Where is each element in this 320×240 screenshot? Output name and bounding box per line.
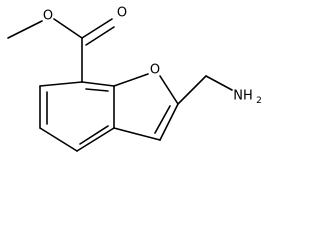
bond-c4-c3a bbox=[76, 127, 115, 152]
double-bond-c4-c3a-inner bbox=[79, 125, 109, 145]
furan-ring bbox=[113, 73, 179, 141]
double-bond-c7-c7a-inner bbox=[85, 88, 109, 92]
bond-c2-c3 bbox=[159, 103, 179, 141]
bond-o-methyl bbox=[7, 20, 43, 39]
bond-carbonyl-o-double-a bbox=[81, 18, 113, 39]
amine-label: NH bbox=[233, 89, 253, 104]
methyl-ester-group bbox=[7, 18, 115, 83]
bond-c3-c3a bbox=[113, 127, 161, 141]
bond-c5-c4 bbox=[39, 127, 78, 152]
benzene-ring bbox=[39, 81, 115, 152]
chemical-structure: O O O NH 2 bbox=[7, 6, 262, 152]
bond-ch2-n bbox=[205, 75, 233, 91]
bond-carbonyl-o-single bbox=[53, 18, 83, 39]
carbonyl-oxygen-label: O bbox=[117, 6, 127, 21]
amine-subscript-label: 2 bbox=[256, 96, 262, 106]
double-bond-c2-c3-inner bbox=[154, 105, 171, 134]
bond-c7-c6 bbox=[39, 81, 83, 87]
bond-c7a-o1 bbox=[113, 73, 149, 87]
ester-oxygen-label: O bbox=[43, 9, 53, 24]
aminomethyl-group bbox=[177, 75, 233, 105]
bond-c2-ch2 bbox=[177, 75, 207, 105]
bond-c7a-c7 bbox=[81, 81, 115, 87]
bond-carbonyl-o-double-b bbox=[85, 26, 115, 46]
bond-o1-c2 bbox=[159, 75, 179, 105]
ring-oxygen-label: O bbox=[150, 63, 160, 78]
